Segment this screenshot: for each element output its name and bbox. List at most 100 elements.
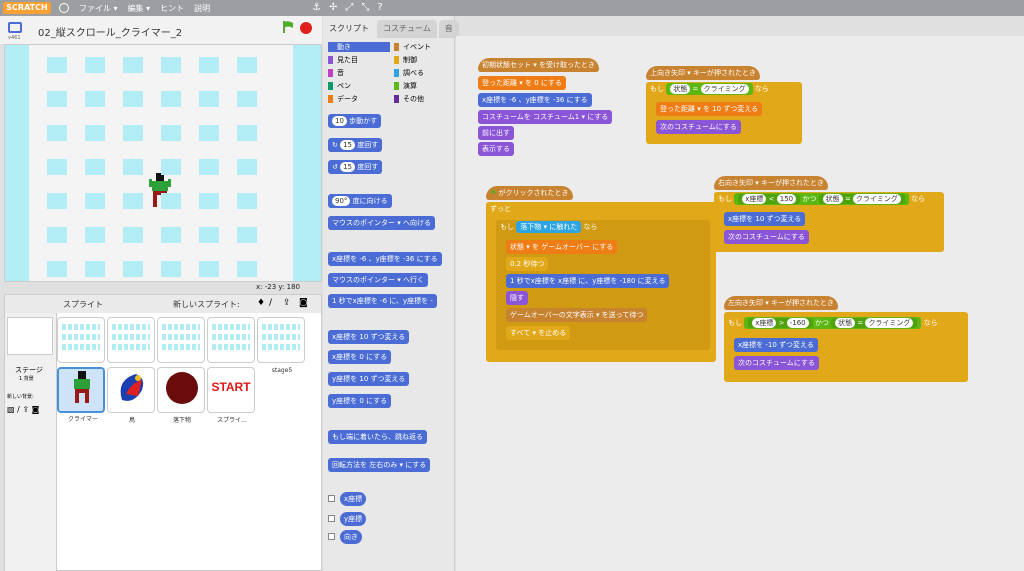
goto-xy-block[interactable]: x座標を -6 、y座標を -36 にする	[478, 93, 592, 107]
palette-block-b11[interactable]: y座標を 10 ずつ変える	[328, 372, 410, 386]
change-x-block[interactable]: x座標を -10 ずつ変える	[734, 338, 818, 352]
tab-costumes[interactable]: コスチューム	[377, 20, 437, 38]
sprite-thumb-4[interactable]: stage5	[257, 317, 305, 374]
next-costume-block[interactable]: 次のコスチュームにする	[724, 230, 809, 244]
palette-block-b1[interactable]: 10 歩動かす	[328, 114, 382, 128]
set-state-block[interactable]: 状態 ▾ を ゲームオーバー にする	[506, 240, 618, 254]
palette-block-b7[interactable]: マウスのポインター ▾ へ行く	[328, 273, 428, 287]
equals-operator[interactable]: 状態 = クライミング	[666, 83, 753, 95]
palette-block-b8[interactable]: 1 秒でx座標を -6 に、y座標を -	[328, 294, 437, 308]
and-operator[interactable]: x座標 < 150 かつ 状態 = クライミング	[734, 193, 909, 205]
monitor-checkbox[interactable]	[328, 495, 335, 502]
switch-costume-block[interactable]: コスチュームを コスチューム1 ▾ にする	[478, 110, 613, 124]
sprite-thumb-1[interactable]: stage2	[107, 317, 155, 374]
palette-block-b14[interactable]: 回転方法を 左右のみ ▾ にする	[328, 458, 431, 472]
right-key-hat[interactable]: 右向き矢印 ▾ キーが押されたとき	[714, 176, 828, 190]
delete-icon[interactable]: ✢	[328, 2, 338, 13]
category-3[interactable]: 制御	[394, 55, 456, 65]
green-flag-icon[interactable]	[282, 20, 293, 33]
backdrop-tools[interactable]: ▧ / ⇪ ◙	[7, 405, 40, 414]
change-distance-block[interactable]: 登った距離 ▾ を 10 ずつ変える	[656, 102, 763, 116]
and-operator[interactable]: x座標 > -160 かつ 状態 = クライミング	[744, 317, 922, 329]
palette-block-b10[interactable]: x座標を 0 にする	[328, 350, 392, 364]
change-x-block[interactable]: x座標を 10 ずつ変える	[724, 212, 806, 226]
reporter-r3[interactable]: 向き	[340, 530, 362, 544]
monitor-checkbox[interactable]	[328, 515, 335, 522]
help-icon[interactable]: ?	[377, 2, 383, 13]
paint-icon[interactable]: /	[269, 298, 273, 308]
block-number[interactable]: 10	[332, 116, 347, 126]
stop-all-block[interactable]: すべて ▾ を止める	[506, 326, 571, 340]
camera-icon[interactable]: ◙	[299, 298, 308, 308]
go-front-block[interactable]: 前に出す	[478, 126, 514, 140]
when-receive-hat[interactable]: 初期状態セット ▾ を受け取ったとき	[478, 58, 599, 72]
sprite-thumb-0[interactable]: stage1	[57, 317, 105, 374]
project-title[interactable]: 02_縦スクロール_クライマー_2	[38, 28, 183, 39]
fullscreen-icon[interactable]	[8, 22, 22, 33]
palette-block-b3[interactable]: ↺ 15 度回す	[328, 160, 383, 174]
category-1[interactable]: イベント	[394, 42, 456, 52]
stage-canvas[interactable]	[4, 44, 322, 282]
block-label: x座標を 10 ずつ変える	[332, 333, 406, 341]
menu-tips[interactable]: ヒント	[160, 3, 185, 13]
menu-about[interactable]: 説明	[194, 3, 211, 13]
palette-block-b2[interactable]: ↻ 15 度回す	[328, 138, 383, 152]
hide-block[interactable]: 隠す	[506, 291, 528, 305]
block-number[interactable]: 90°	[332, 196, 351, 206]
flag-clicked-hat[interactable]: ⚑ がクリックされたとき	[486, 186, 573, 200]
tab-sounds[interactable]: 音	[438, 20, 459, 38]
building-window	[47, 227, 67, 243]
sprite-thumb-6[interactable]: 鳥	[107, 367, 155, 424]
stage-thumbnail[interactable]	[7, 317, 53, 355]
category-5[interactable]: 調べる	[394, 68, 456, 78]
wait-block[interactable]: 0.2 秒待つ	[506, 257, 549, 271]
palette-block-b13[interactable]: もし端に着いたら、跳ね返る	[328, 430, 427, 444]
category-0[interactable]: 動き	[328, 42, 390, 52]
stop-icon[interactable]	[300, 22, 312, 34]
next-costume-block[interactable]: 次のコスチュームにする	[656, 120, 741, 134]
building-window	[85, 193, 105, 209]
tab-scripts[interactable]: スクリプト	[323, 20, 375, 38]
touching-sensor[interactable]: 落下物 ▾ に触れた	[516, 221, 582, 233]
building-window	[123, 227, 143, 243]
category-4[interactable]: 音	[328, 68, 390, 78]
palette-block-b12[interactable]: y座標を 0 にする	[328, 394, 392, 408]
palette-block-b9[interactable]: x座標を 10 ずつ変える	[328, 330, 410, 344]
sprite-thumb-2[interactable]: stage3	[157, 317, 205, 374]
sprite-thumb-3[interactable]: stage4	[207, 317, 255, 374]
category-9[interactable]: その他	[394, 94, 456, 104]
category-8[interactable]: データ	[328, 94, 390, 104]
up-key-hat[interactable]: 上向き矢印 ▾ キーが押されたとき	[646, 66, 760, 80]
block-number[interactable]: 15	[340, 162, 356, 172]
palette-block-b6[interactable]: x座標を -6 、y座標を -36 にする	[328, 252, 442, 266]
next-costume-block[interactable]: 次のコスチュームにする	[734, 356, 819, 370]
monitor-checkbox[interactable]	[328, 533, 335, 540]
scratch-logo[interactable]: SCRATCH	[3, 2, 51, 14]
menu-edit[interactable]: 編集 ▾	[127, 3, 151, 13]
globe-icon[interactable]	[59, 3, 69, 13]
palette-block-b5[interactable]: マウスのポインター ▾ へ向ける	[328, 216, 435, 230]
upload-icon[interactable]: ⇪	[283, 298, 291, 308]
sprite-thumb-5[interactable]: クライマー	[57, 367, 105, 423]
shrink-icon[interactable]: ⤡	[361, 2, 370, 13]
glide-block[interactable]: 1 秒でx座標を x座標 に、y座標を -180 に変える	[506, 274, 670, 288]
category-7[interactable]: 演算	[394, 81, 456, 91]
category-2[interactable]: 見た目	[328, 55, 390, 65]
block-number[interactable]: 15	[340, 140, 356, 150]
sprite-library-icon[interactable]: ♦	[257, 298, 266, 308]
script-area[interactable]: 初期状態セット ▾ を受け取ったとき 登った距離 ▾ を 0 にする x座標を …	[456, 36, 1024, 571]
left-key-hat[interactable]: 左向き矢印 ▾ キーが押されたとき	[724, 296, 838, 310]
broadcast-wait-block[interactable]: ゲームオーバーの文字表示 ▾ を送って待つ	[506, 308, 648, 322]
duplicate-icon[interactable]: ⚓	[312, 2, 321, 13]
show-block[interactable]: 表示する	[478, 142, 514, 156]
window-grid	[112, 324, 150, 330]
sprite-thumb-7[interactable]: 落下物	[157, 367, 205, 424]
palette-block-b4[interactable]: 90° 度に向ける	[328, 194, 392, 208]
menu-file[interactable]: ファイル ▾	[79, 3, 118, 13]
grow-icon[interactable]: ⤢	[345, 2, 354, 13]
set-distance-block[interactable]: 登った距離 ▾ を 0 にする	[478, 76, 566, 90]
category-6[interactable]: ペン	[328, 81, 390, 91]
reporter-r1[interactable]: x座標	[340, 492, 367, 506]
reporter-r2[interactable]: y座標	[340, 512, 367, 526]
